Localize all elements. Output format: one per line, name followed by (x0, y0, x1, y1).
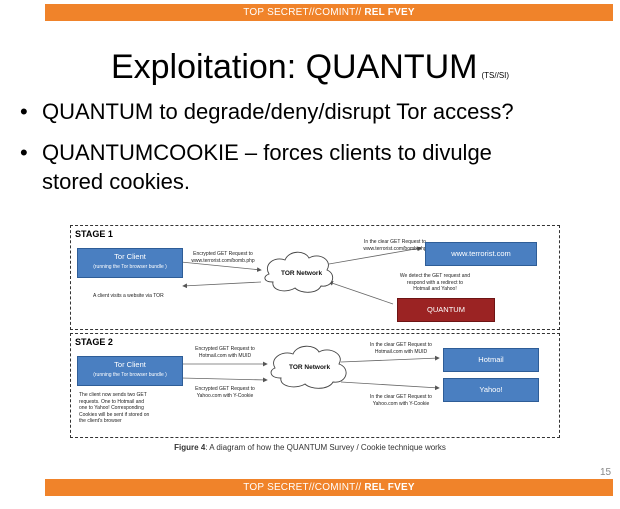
page-number: 15 (600, 467, 612, 478)
arrow-yahoo-encrypted (180, 377, 268, 383)
tor-client-subtitle: (running the Tor browser bundle ) (93, 372, 167, 378)
note-line: Hotmail.com with MUID (374, 348, 428, 355)
stage-2-label: STAGE 2 (75, 337, 113, 347)
note-line: one to Yahoo! Corresponding (79, 405, 144, 411)
detect-note: We detect the GET request and respond wi… (389, 273, 481, 293)
bullet-text: QUANTUM to degrade/deny/disrupt Tor acce… (42, 99, 514, 124)
tor-network-cloud (270, 345, 347, 389)
tor-client-title: Tor Client (114, 360, 146, 369)
arrow-hotmail-clear (340, 355, 440, 363)
title-classification: (TS//SI) (481, 71, 510, 80)
figure-caption-text: : A diagram of how the QUANTUM Survey / … (205, 443, 446, 452)
stage-1-label: STAGE 1 (75, 229, 113, 239)
arrow-response (182, 281, 262, 289)
title-text: Exploitation: QUANTUM (110, 48, 478, 86)
tor-network-label: TOR Network (289, 364, 331, 371)
bullet-text-line1: QUANTUMCOOKIE – forces clients to divulg… (42, 140, 492, 165)
tor-client-box: Tor Client (running the Tor browser bund… (77, 356, 183, 386)
tor-client-subtitle: (running the Tor browser bundle ) (93, 264, 167, 270)
banner-suffix: REL FVEY (364, 482, 415, 493)
hotmail-label: Hotmail (478, 355, 504, 364)
note-line: We detect the GET request and (399, 273, 471, 279)
encrypted-request-note: Encrypted GET Request to www.terrorist.c… (183, 251, 263, 264)
tor-network-label: TOR Network (281, 270, 323, 277)
client-note: A client visits a website via TOR (93, 293, 164, 299)
hotmail-request-note: Encrypted GET Request to Hotmail.com wit… (183, 346, 267, 359)
note-line: In the clear GET Request to (370, 394, 432, 400)
note-line: requests. One to Hotmail and (79, 398, 145, 405)
note-line: Hotmail and Yahoo! (413, 286, 457, 292)
figure-label: Figure 4 (174, 443, 206, 452)
tor-network-cloud (264, 251, 334, 293)
note-line: Yahoo.com with Y-Cookie (372, 400, 430, 407)
arrow-redirect (328, 281, 394, 305)
clear-yahoo-note: In the clear GET Request to Yahoo.com wi… (353, 394, 449, 407)
note-line: the client's browser (79, 418, 122, 424)
note-line: www.terrorist.com/bomb.php (363, 245, 427, 252)
tor-client-title: Tor Client (114, 252, 146, 261)
stage-1-panel: STAGE 1 Tor Client (running the Tor brow… (70, 225, 560, 330)
terrorist-site-box: www.terrorist.com (425, 242, 537, 266)
note-line: Hotmail.com with MUID (198, 352, 252, 359)
stage-2-panel: STAGE 2 Tor Client (running the Tor brow… (70, 333, 560, 438)
slide-title: Exploitation: QUANTUM(TS//SI) (0, 48, 620, 87)
terrorist-site-label: www.terrorist.com (451, 249, 511, 258)
note-line: respond with a redirect to (406, 279, 464, 286)
yahoo-box: Yahoo! (443, 378, 539, 402)
note-line: In the clear GET Request to (370, 342, 432, 348)
client-note: The client now sends two GET requests. O… (79, 392, 189, 425)
arrow-yahoo-clear (340, 381, 440, 391)
note-line: Encrypted GET Request to (193, 251, 253, 257)
classification-banner-top: TOP SECRET//COMINT// REL FVEY (45, 4, 613, 21)
clear-hotmail-note: In the clear GET Request to Hotmail.com … (353, 342, 449, 355)
classification-banner-bottom: TOP SECRET//COMINT// REL FVEY (45, 479, 613, 496)
banner-prefix: TOP SECRET//COMINT// (243, 7, 362, 18)
bullet-symbol: • (20, 140, 28, 165)
banner-suffix: REL FVEY (364, 7, 415, 18)
note-line: Encrypted GET Request to (195, 386, 255, 392)
note-line: Encrypted GET Request to (195, 346, 255, 352)
arrow-encrypted-request (180, 261, 262, 272)
bullet-symbol: • (20, 99, 28, 124)
quantum-box: QUANTUM (397, 298, 495, 322)
bullet-text-line2: stored cookies. (42, 169, 190, 194)
quantum-label: QUANTUM (427, 305, 465, 314)
note-line: www.terrorist.com/bomb.php (191, 257, 255, 264)
note-line: The client now sends two GET (79, 392, 147, 398)
tor-client-box: Tor Client (running the Tor browser bund… (77, 248, 183, 278)
stage-2-connectors (180, 345, 440, 391)
yahoo-label: Yahoo! (479, 385, 503, 394)
note-line: Cookies will be sent if stored on (79, 411, 150, 418)
note-line: In the clear GET Request to (364, 239, 426, 245)
figure-caption: Figure 4: A diagram of how the QUANTUM S… (0, 443, 620, 452)
banner-prefix: TOP SECRET//COMINT// (243, 482, 362, 493)
stage-1-connectors (180, 246, 422, 305)
arrow-clear-request (328, 246, 422, 265)
hotmail-box: Hotmail (443, 348, 539, 372)
clear-request-note: In the clear GET Request to www.terroris… (351, 239, 439, 252)
note-line: Yahoo.com with Y-Cookie (196, 392, 254, 399)
yahoo-request-note: Encrypted GET Request to Yahoo.com with … (183, 386, 267, 399)
